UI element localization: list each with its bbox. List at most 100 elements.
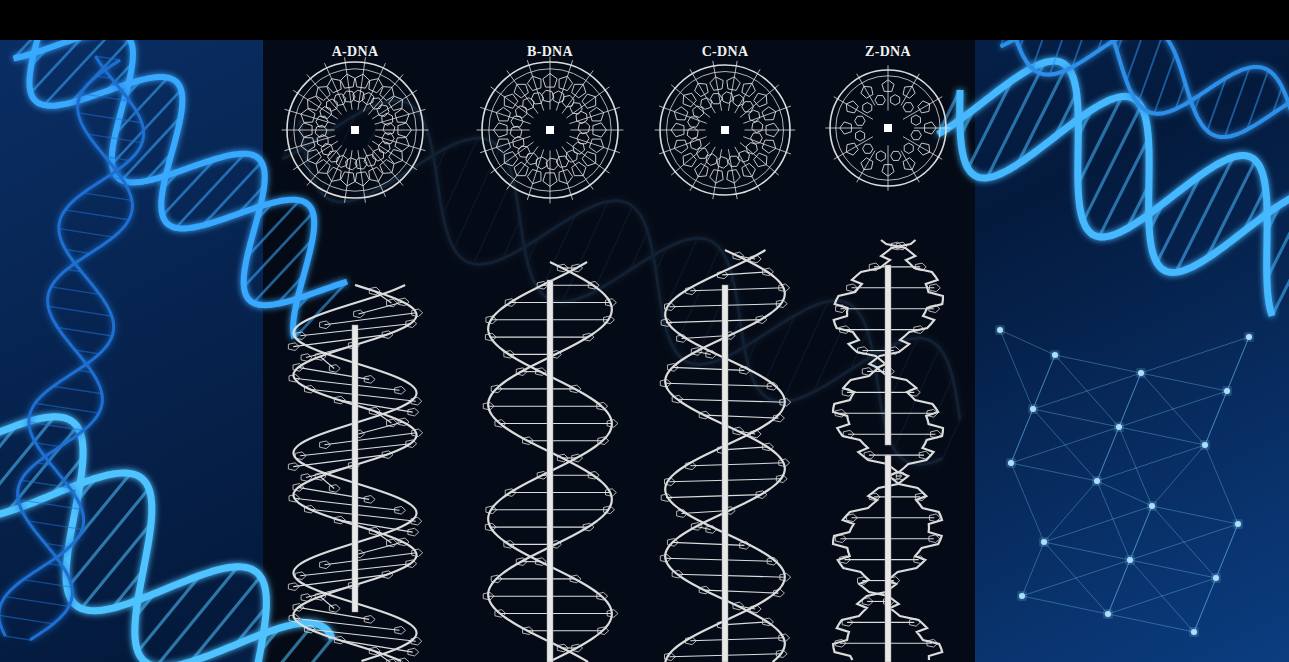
network-line xyxy=(1152,445,1205,506)
backbone xyxy=(293,285,416,661)
spoke xyxy=(713,149,722,199)
sugar-ring xyxy=(301,109,315,123)
sugar-ring xyxy=(408,408,419,416)
base-pair xyxy=(690,463,783,466)
network-dot xyxy=(1030,406,1036,412)
sugar-ring xyxy=(364,155,376,167)
network-line xyxy=(1011,463,1097,481)
base-pair xyxy=(722,447,767,450)
network-dot xyxy=(997,327,1003,333)
base-pair xyxy=(848,434,935,435)
sugar-ring xyxy=(925,122,937,134)
spoke xyxy=(888,65,889,110)
network-line xyxy=(1044,542,1130,560)
sugar-ring xyxy=(911,115,920,125)
sugar-ring xyxy=(742,102,754,112)
sugar-ring xyxy=(861,86,873,98)
sugar-ring xyxy=(320,441,331,449)
sugar-ring xyxy=(903,103,913,112)
sugar-ring xyxy=(327,167,341,181)
spoke xyxy=(901,74,919,106)
spoke xyxy=(735,69,760,113)
network-line xyxy=(1000,330,1033,409)
spoke xyxy=(743,106,791,123)
network-dot xyxy=(1149,503,1155,509)
network-line xyxy=(1119,427,1152,506)
sugar-ring xyxy=(589,107,603,121)
sugar-ring xyxy=(582,152,596,166)
helix-axis xyxy=(885,455,891,662)
spoke xyxy=(745,130,796,131)
spoke xyxy=(728,61,737,111)
sugar-ring xyxy=(674,140,688,153)
sugar-ring xyxy=(369,79,383,93)
network-dot xyxy=(1019,593,1025,599)
spoke xyxy=(728,149,737,199)
network-dot xyxy=(1008,460,1014,466)
helix-rung xyxy=(48,306,112,316)
sugar-ring xyxy=(341,74,355,88)
sugar-ring xyxy=(559,169,573,183)
helix-rung xyxy=(81,94,130,102)
sugar-ring xyxy=(514,162,528,176)
network-line xyxy=(1141,373,1227,391)
base-pair xyxy=(690,288,783,291)
helix-rung xyxy=(443,138,478,215)
helix-rung xyxy=(58,328,112,336)
base-pair xyxy=(496,578,575,579)
spoke xyxy=(293,141,338,170)
helix-rung xyxy=(5,597,69,607)
backbone xyxy=(665,250,785,662)
helix-rung xyxy=(1083,106,1141,221)
base-pair xyxy=(510,492,610,493)
base-pair xyxy=(666,320,761,323)
sugar-ring xyxy=(559,76,573,90)
sugar-ring xyxy=(846,143,858,155)
helix-axis xyxy=(547,280,553,662)
sugar-ring xyxy=(328,151,340,162)
sugar-ring xyxy=(320,321,331,329)
network-dot xyxy=(1116,424,1122,430)
helix-axis-dot xyxy=(721,126,729,134)
right-decoration xyxy=(938,4,1289,635)
sugar-ring xyxy=(329,365,340,373)
sugar-ring xyxy=(395,506,406,514)
base-pair xyxy=(847,392,914,393)
sugar-ring xyxy=(383,123,395,135)
network-dot xyxy=(1202,442,1208,448)
spoke xyxy=(825,128,862,129)
sugar-ring xyxy=(904,143,913,153)
sugar-ring xyxy=(710,94,722,104)
sugar-ring xyxy=(722,92,733,104)
spoke xyxy=(372,141,417,170)
spoke xyxy=(735,147,760,191)
inner-ring xyxy=(667,72,784,189)
spoke xyxy=(569,107,619,123)
base-pair xyxy=(672,542,744,545)
sugar-ring xyxy=(378,141,390,153)
helix-rung xyxy=(88,134,142,142)
sugar-ring xyxy=(695,163,709,176)
network-line xyxy=(1033,355,1055,409)
side-view xyxy=(660,250,790,662)
spoke xyxy=(307,145,342,185)
network-dot xyxy=(1094,478,1100,484)
sugar-ring xyxy=(891,151,901,160)
base-pair xyxy=(666,495,761,498)
sugar-ring xyxy=(387,299,398,307)
sugar-ring xyxy=(515,106,527,118)
helix-rung xyxy=(53,386,102,394)
base-pair xyxy=(527,630,602,631)
helix-rung xyxy=(1272,200,1289,315)
sugar-ring xyxy=(754,153,767,167)
spoke xyxy=(556,149,572,199)
spoke xyxy=(857,74,875,106)
top-view xyxy=(282,57,429,202)
sugar-ring xyxy=(706,154,717,166)
helix-strand xyxy=(0,56,144,636)
network-line xyxy=(1055,355,1141,373)
sugar-ring xyxy=(408,528,419,536)
sugar-ring xyxy=(514,84,528,98)
